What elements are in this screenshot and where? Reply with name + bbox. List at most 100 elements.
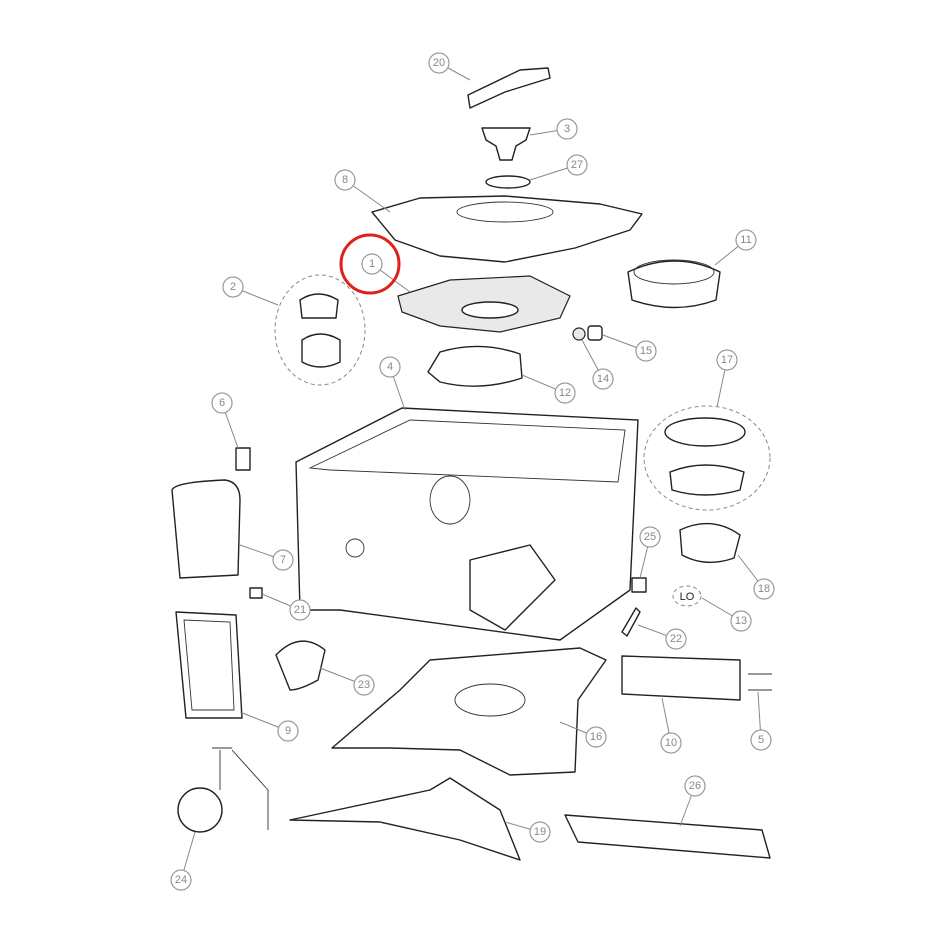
- callout-3: 3: [529, 118, 578, 140]
- callout-circle: [361, 253, 383, 275]
- part-18: [679, 522, 741, 563]
- callout-17: 17: [716, 349, 738, 408]
- part-7: [171, 479, 241, 579]
- callout-circle: [222, 276, 244, 298]
- callout-24: 24: [170, 831, 196, 891]
- callout-number: 22: [670, 633, 682, 645]
- part-25: [631, 577, 647, 593]
- part-4-tub: [295, 407, 639, 641]
- part-21: [249, 587, 263, 599]
- callout-circle: [639, 526, 661, 548]
- callout-1: 1: [339, 233, 411, 295]
- callout-5: 5: [750, 691, 772, 751]
- part-23: [275, 640, 326, 691]
- highlight-ring: [339, 233, 401, 295]
- callout-number: 14: [597, 373, 609, 385]
- callout-number: 26: [689, 780, 701, 792]
- part-5: [748, 673, 772, 691]
- callout-circle: [665, 628, 687, 650]
- callout-12: 12: [521, 374, 576, 404]
- callout-number: 9: [285, 725, 291, 737]
- callout-circle: [635, 340, 657, 362]
- callout-circle: [753, 578, 775, 600]
- callout-circle: [660, 732, 682, 754]
- part-24: [177, 787, 223, 833]
- part-22: [621, 607, 641, 637]
- callout-20: 20: [428, 52, 471, 81]
- part-26: [564, 814, 771, 859]
- callout-27: 27: [529, 154, 588, 181]
- callout-number: 18: [758, 583, 770, 595]
- part-19: [289, 777, 521, 861]
- callout-number: 21: [294, 604, 306, 616]
- group-2-outline: [274, 274, 366, 386]
- callout-25: 25: [639, 526, 661, 579]
- part-8: [371, 195, 643, 263]
- callout-9: 9: [239, 711, 299, 742]
- callout-number: 23: [358, 679, 370, 691]
- callout-number: 5: [758, 734, 764, 746]
- part-15: [587, 325, 603, 341]
- callout-circle: [529, 821, 551, 843]
- callout-number: 24: [175, 874, 187, 886]
- callout-circle: [170, 869, 192, 891]
- callout-number: 6: [219, 397, 225, 409]
- part-6: [235, 447, 251, 471]
- callout-4: 4: [379, 356, 406, 411]
- callout-circle: [585, 726, 607, 748]
- part-12: [427, 345, 523, 387]
- callout-19: 19: [504, 821, 551, 843]
- callout-16: 16: [559, 721, 607, 748]
- callout-circle: [556, 118, 578, 140]
- callout-number: 7: [280, 554, 286, 566]
- callout-circle: [592, 368, 614, 390]
- callout-circle: [211, 392, 233, 414]
- callout-number: 13: [735, 615, 747, 627]
- callout-23: 23: [319, 667, 375, 696]
- callout-circle: [334, 169, 356, 191]
- callout-circle: [716, 349, 738, 371]
- callout-10: 10: [660, 697, 682, 754]
- callout-number: 16: [590, 731, 602, 743]
- callout-7: 7: [239, 544, 294, 571]
- part-10: [621, 655, 741, 701]
- callout-circle: [428, 52, 450, 74]
- callout-number: 1: [369, 258, 375, 270]
- callout-number: 17: [721, 354, 733, 366]
- callout-26: 26: [679, 775, 706, 827]
- callout-number: 15: [640, 345, 652, 357]
- callout-circle: [277, 720, 299, 742]
- callout-number: 25: [644, 531, 656, 543]
- part-oring: [485, 175, 531, 189]
- callout-6: 6: [211, 392, 239, 449]
- callout-circle: [735, 229, 757, 251]
- part-13-outline: [672, 585, 702, 607]
- callout-number: 11: [740, 234, 751, 246]
- callout-number: 19: [534, 826, 546, 838]
- callout-number: 8: [342, 174, 348, 186]
- callout-number: 4: [387, 361, 393, 373]
- callout-circle: [750, 729, 772, 751]
- callout-circle: [289, 599, 311, 621]
- callout-circle: [730, 610, 752, 632]
- part-upper-spray-arm: [467, 67, 551, 109]
- callout-circle: [379, 356, 401, 378]
- callout-14: 14: [581, 339, 614, 390]
- callout-number: 20: [433, 57, 445, 69]
- callout-circle: [353, 674, 375, 696]
- part-16: [331, 647, 607, 776]
- callout-circle: [554, 382, 576, 404]
- callout-15: 15: [602, 334, 657, 362]
- callout-number: 27: [571, 159, 583, 171]
- part-3: [481, 127, 531, 161]
- callout-18: 18: [737, 554, 775, 600]
- callout-11: 11: [714, 229, 757, 266]
- callout-circle: [684, 775, 706, 797]
- callout-number: 2: [230, 281, 236, 293]
- callout-21: 21: [261, 593, 311, 621]
- callout-2: 2: [222, 276, 279, 306]
- callout-number: 12: [559, 387, 571, 399]
- callout-circle: [566, 154, 588, 176]
